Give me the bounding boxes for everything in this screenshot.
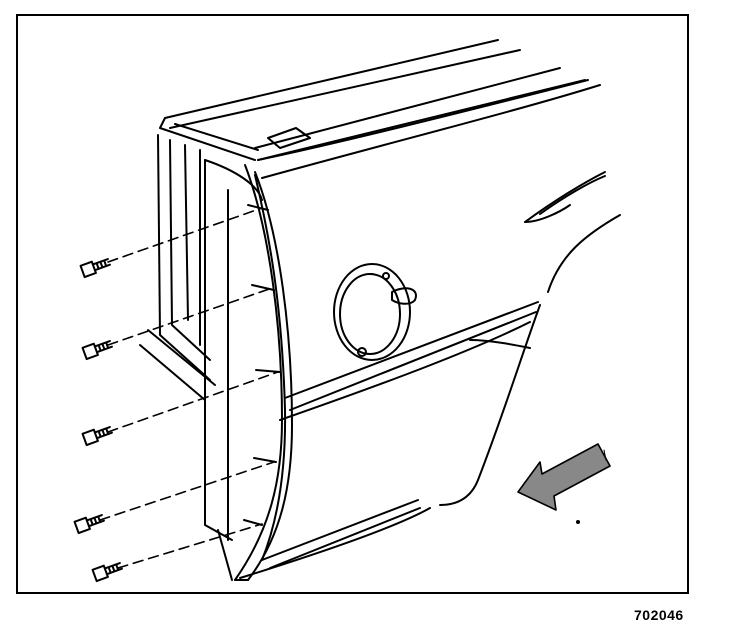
fastener-leader-lines <box>99 207 279 569</box>
figure-number: 702046 <box>634 607 684 623</box>
fuel-door <box>333 263 417 361</box>
arrow-icon <box>517 443 611 511</box>
bolt-icon <box>73 514 105 535</box>
fasteners <box>73 258 123 583</box>
quarter-panel <box>239 79 621 579</box>
bolt-icon <box>91 562 123 583</box>
marker-dot <box>576 520 580 524</box>
bolt-icon <box>79 258 111 279</box>
bolt-icon <box>81 340 113 361</box>
illustration-frame <box>16 14 689 594</box>
upper-body-lines <box>159 39 586 161</box>
opening-trim <box>139 134 216 401</box>
bolt-icon <box>81 426 113 447</box>
